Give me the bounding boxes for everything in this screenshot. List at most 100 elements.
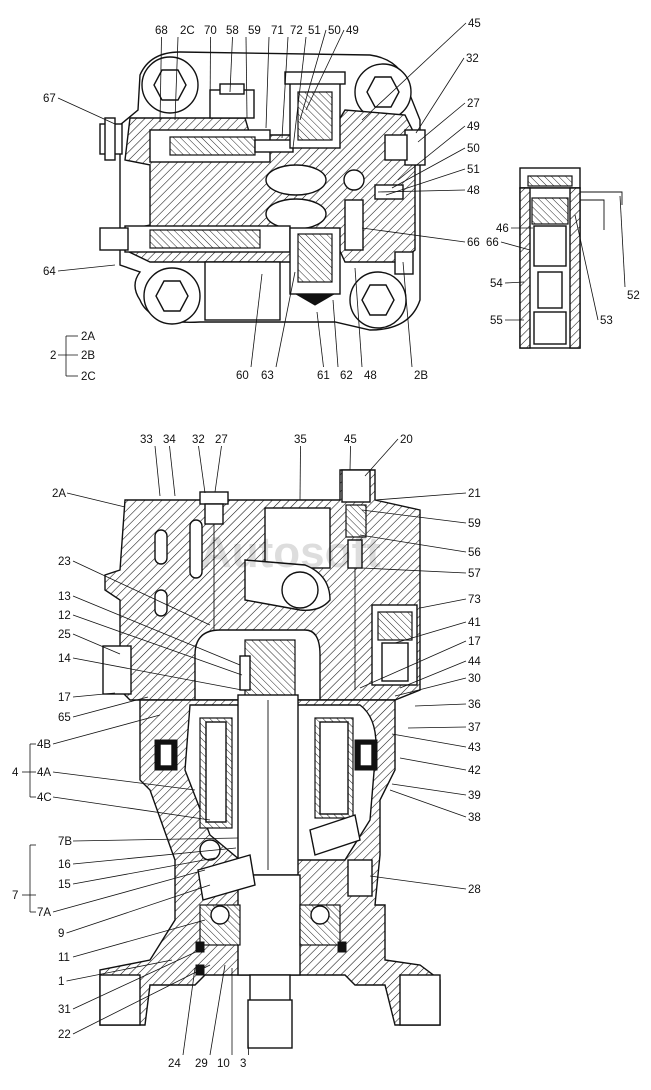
top-leader-17 — [377, 189, 466, 193]
main-label-57: 57 — [468, 568, 481, 580]
top-label-49: 49 — [467, 121, 480, 133]
detail-leader-4 — [574, 214, 599, 321]
top-leader-14 — [397, 125, 466, 181]
top-label-61: 61 — [317, 370, 330, 382]
main-leader-7 — [66, 492, 126, 508]
main-label-21: 21 — [468, 488, 481, 500]
main-label-14: 14 — [58, 653, 71, 665]
watermark-text: Autosoft — [200, 528, 381, 577]
main-leader-21 — [394, 677, 467, 697]
main-label-44: 44 — [468, 656, 481, 668]
top-leader-5 — [265, 36, 270, 129]
main-label-29: 29 — [195, 1058, 208, 1070]
main-label-11: 11 — [58, 952, 70, 964]
group-4-bracket: 4 — [12, 743, 36, 798]
top-leader-3 — [229, 36, 233, 93]
main-label-9: 9 — [58, 928, 64, 940]
main-leader-3 — [214, 445, 222, 493]
main-label-30: 30 — [468, 673, 481, 685]
top-label-27: 27 — [467, 98, 480, 110]
main-leader-9 — [361, 509, 467, 524]
group-2-item-b: 2B — [81, 350, 95, 362]
main-leader-6 — [364, 438, 399, 477]
top-leader-18 — [361, 227, 466, 243]
main-label-15: 15 — [58, 879, 71, 891]
main-label-45: 45 — [344, 434, 357, 446]
main-label-65: 65 — [58, 712, 71, 724]
main-leader-33 — [369, 875, 467, 890]
top-leader-7 — [292, 36, 307, 149]
main-label-41: 41 — [468, 617, 481, 629]
main-label-34: 34 — [163, 434, 176, 446]
main-label-2A: 2A — [52, 488, 66, 500]
main-label-31: 31 — [58, 1004, 71, 1016]
top-leader-21 — [275, 271, 296, 368]
top-leader-6 — [281, 36, 289, 139]
group-7-bracket: 7 — [12, 844, 36, 913]
main-label-73: 73 — [468, 594, 481, 606]
main-label-35: 35 — [294, 434, 307, 446]
main-leader-8 — [374, 492, 467, 501]
group-2-item-c: 2C — [81, 371, 96, 383]
main-leader-22 — [72, 692, 116, 698]
main-leader-31 — [72, 847, 237, 865]
main-leader-23 — [414, 703, 467, 707]
top-label-49: 49 — [346, 25, 359, 37]
main-label-3: 3 — [240, 1058, 246, 1070]
main-leader-10 — [359, 534, 467, 553]
main-leader-12 — [361, 567, 467, 574]
top-label-59: 59 — [248, 25, 261, 37]
main-leader-24 — [72, 696, 149, 718]
top-label-50: 50 — [467, 143, 480, 155]
main-leader-2 — [198, 445, 206, 494]
top-leader-20 — [250, 273, 263, 368]
main-leader-20 — [399, 660, 467, 689]
top-label-60: 60 — [236, 370, 249, 382]
top-leader-19 — [57, 264, 116, 272]
main-leader-36 — [66, 959, 173, 982]
top-label-70: 70 — [204, 25, 217, 37]
top-leader-10 — [361, 22, 467, 121]
detail-leader-5 — [619, 195, 626, 288]
main-leader-1 — [169, 445, 176, 497]
top-label-71: 71 — [271, 25, 284, 37]
detail-label-46: 46 — [496, 223, 509, 235]
top-label-2C: 2C — [180, 25, 195, 37]
top-leader-4 — [245, 36, 248, 119]
group-4-item-4A: 4A — [37, 767, 51, 779]
top-leader-24 — [354, 267, 363, 368]
main-label-20: 20 — [400, 434, 413, 446]
main-leader-38 — [72, 964, 211, 1035]
main-leader-40 — [209, 964, 226, 1056]
group-4-leader-2 — [52, 796, 211, 821]
group-4-leader-0 — [52, 714, 161, 745]
main-leader-27 — [399, 757, 467, 771]
main-view-drawing — [99, 469, 441, 1049]
main-label-7B: 7B — [58, 836, 72, 848]
main-label-36: 36 — [468, 699, 481, 711]
main-leader-4 — [299, 445, 301, 501]
detail-label-54: 54 — [490, 278, 503, 290]
main-leader-0 — [154, 445, 161, 497]
main-leader-32 — [72, 857, 216, 885]
top-label-68: 68 — [155, 25, 168, 37]
main-leader-14 — [419, 598, 467, 609]
main-leader-13 — [72, 595, 241, 666]
top-label-66: 66 — [467, 237, 480, 249]
main-label-13: 13 — [58, 591, 71, 603]
main-label-22: 22 — [58, 1029, 71, 1041]
main-leader-15 — [72, 614, 243, 676]
main-leader-35 — [72, 919, 206, 958]
group-2-item-a: 2A — [81, 331, 95, 343]
main-leader-39 — [182, 967, 196, 1056]
top-label-48: 48 — [467, 185, 480, 197]
group-4-leader-1 — [52, 771, 196, 791]
group-7-item-7A: 7A — [37, 907, 51, 919]
main-label-27: 27 — [215, 434, 228, 446]
main-leader-5 — [349, 445, 351, 471]
top-label-48: 48 — [364, 370, 377, 382]
main-leader-18 — [359, 640, 467, 689]
top-leader-25 — [402, 261, 413, 368]
top-leader-22 — [316, 311, 324, 368]
top-leader-12 — [57, 97, 116, 125]
